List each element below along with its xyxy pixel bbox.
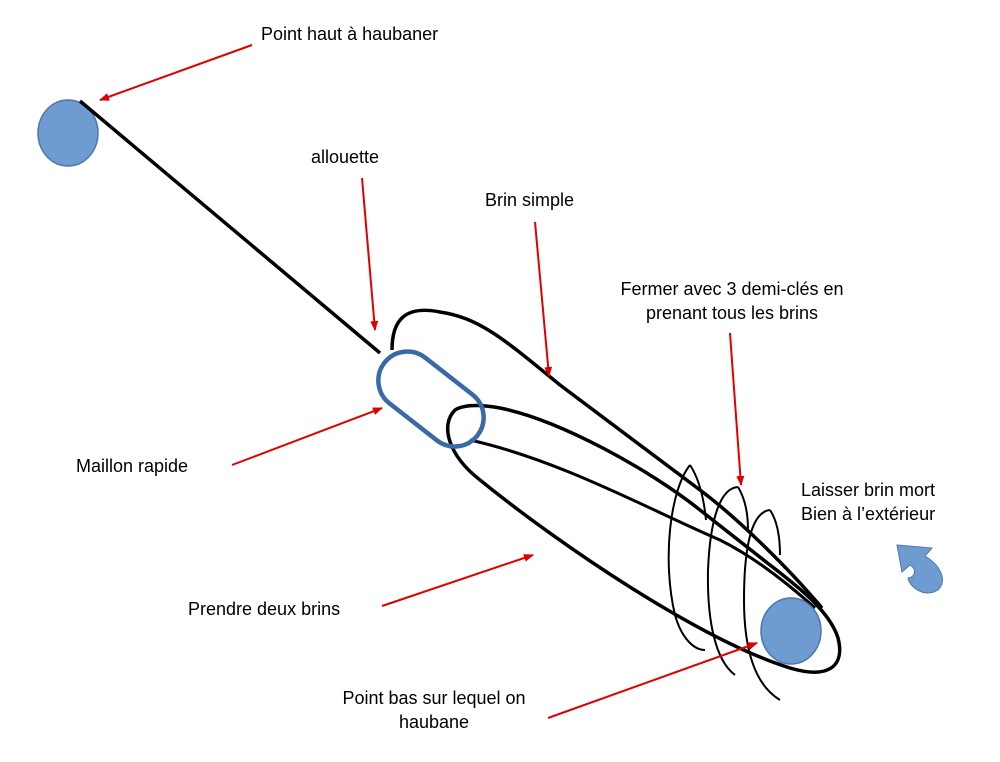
label-laisser: Laisser brin mort Bien à l’extérieur xyxy=(801,478,935,526)
half-hitch-1 xyxy=(667,464,706,651)
label-laisser-line1: Laisser brin mort xyxy=(801,480,936,500)
label-allouette: allouette xyxy=(311,147,380,167)
double-strand-loop xyxy=(445,403,842,674)
label-fermer-line1: Fermer avec 3 demi-clés en xyxy=(620,279,844,299)
arrow-point-haut xyxy=(99,44,253,101)
label-point-haut: Point haut à haubaner xyxy=(261,24,439,44)
quick-link-shackle xyxy=(376,349,486,449)
half-hitch-3 xyxy=(742,509,781,701)
label-point-bas: Point bas sur lequel on haubane xyxy=(316,686,552,734)
label-point-bas-line2: haubane xyxy=(398,712,470,732)
inner-rope-line xyxy=(469,438,817,610)
arrow-point-bas xyxy=(547,642,758,719)
label-brin-simple: Brin simple xyxy=(485,190,575,210)
main-rope xyxy=(78,99,382,355)
bottom-anchor-point xyxy=(760,597,822,665)
dead-end-direction-icon xyxy=(896,544,943,594)
label-fermer-line2: prenant tous les brins xyxy=(645,303,819,323)
label-fermer: Fermer avec 3 demi-clés en prenant tous … xyxy=(596,277,868,325)
half-hitch-3b xyxy=(769,509,781,556)
single-strand xyxy=(390,308,824,610)
arrow-allouette xyxy=(361,177,379,331)
arrow-fermer xyxy=(729,332,745,486)
arrow-maillon xyxy=(231,407,383,466)
half-hitch-1b xyxy=(689,464,707,521)
arrow-brin-simple xyxy=(534,221,553,377)
label-prendre: Prendre deux brins xyxy=(188,599,341,619)
label-laisser-line2: Bien à l’extérieur xyxy=(801,504,936,524)
label-maillon: Maillon rapide xyxy=(76,456,189,476)
label-point-bas-line1: Point bas sur lequel on xyxy=(342,688,526,708)
arrow-prendre xyxy=(381,554,534,607)
half-hitch-2b xyxy=(737,486,749,531)
half-hitch-2 xyxy=(706,486,739,676)
top-anchor-point xyxy=(37,99,99,167)
